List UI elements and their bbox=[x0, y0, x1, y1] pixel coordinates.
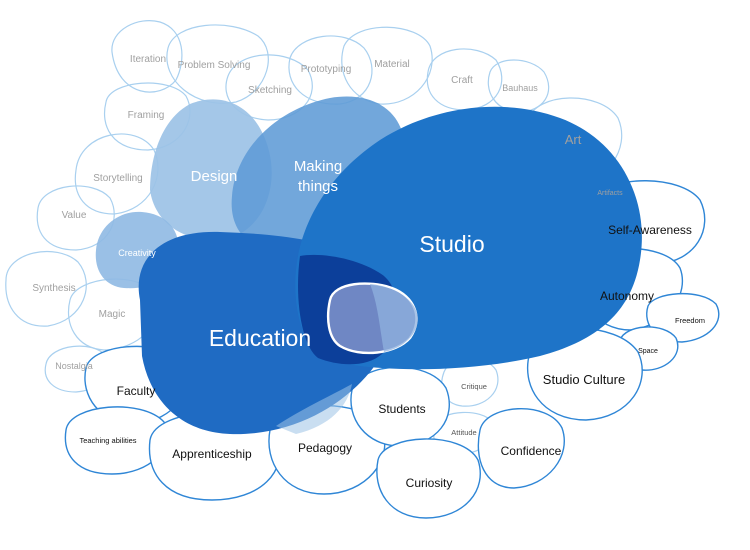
bubble-iteration bbox=[111, 20, 183, 93]
label-artifacts: Artifacts bbox=[597, 190, 623, 197]
label-making-line2: things bbox=[298, 178, 338, 195]
label-bauhaus: Bauhaus bbox=[502, 83, 538, 93]
label-material: Material bbox=[374, 59, 410, 70]
label-sketching: Sketching bbox=[248, 85, 292, 96]
label-autonomy: Autonomy bbox=[600, 289, 654, 303]
label-students: Students bbox=[378, 402, 425, 416]
bubble-curiosity bbox=[376, 438, 481, 519]
label-freedom: Freedom bbox=[675, 316, 705, 325]
label-framing: Framing bbox=[128, 110, 165, 121]
label-studio-culture: Studio Culture bbox=[543, 372, 625, 387]
bubble-bauhaus bbox=[487, 59, 550, 113]
label-faculty: Faculty bbox=[117, 384, 156, 398]
bubble-confidence bbox=[477, 408, 565, 489]
label-self-awareness: Self-Awareness bbox=[608, 223, 692, 237]
main-labels: Studio Education Design Making things Cr… bbox=[118, 158, 484, 351]
dark-labels: Self-Awareness Autonomy Freedom Space St… bbox=[79, 223, 705, 490]
bubble-synthesis bbox=[5, 250, 87, 327]
label-attitude: Attitude bbox=[451, 428, 476, 437]
label-creativity: Creativity bbox=[118, 248, 156, 258]
label-design: Design bbox=[191, 168, 238, 185]
label-problem-solving: Problem Solving bbox=[178, 60, 251, 71]
blob-education-highlight bbox=[276, 384, 352, 434]
label-curiosity: Curiosity bbox=[406, 476, 453, 490]
bubble-craft bbox=[426, 48, 503, 111]
label-teaching-abilities: Teaching abilities bbox=[79, 436, 136, 445]
light-labels: Iteration Problem Solving Sketching Prot… bbox=[32, 54, 623, 371]
label-pedagogy: Pedagogy bbox=[298, 441, 352, 455]
label-craft: Craft bbox=[451, 75, 473, 86]
label-studio: Studio bbox=[419, 231, 484, 257]
main-blobs bbox=[95, 96, 642, 435]
bubble-prototyping bbox=[288, 35, 373, 105]
label-apprenticeship: Apprenticeship bbox=[172, 447, 252, 461]
center-ellipse-right bbox=[370, 284, 418, 352]
bubble-problem-solving bbox=[166, 24, 269, 104]
label-confidence: Confidence bbox=[501, 444, 562, 458]
label-iteration: Iteration bbox=[130, 54, 166, 65]
bubble-material bbox=[341, 26, 433, 105]
label-making-line1: Making bbox=[294, 158, 342, 175]
label-storytelling: Storytelling bbox=[93, 173, 142, 184]
label-value: Value bbox=[62, 210, 87, 221]
label-education: Education bbox=[209, 325, 311, 351]
label-art: Art bbox=[565, 132, 582, 147]
label-synthesis: Synthesis bbox=[32, 283, 75, 294]
label-prototyping: Prototyping bbox=[301, 64, 352, 75]
label-nostalgia: Nostalgia bbox=[55, 361, 93, 371]
label-magic: Magic bbox=[99, 309, 126, 320]
label-space: Space bbox=[638, 348, 658, 355]
label-critique: Critique bbox=[461, 382, 487, 391]
